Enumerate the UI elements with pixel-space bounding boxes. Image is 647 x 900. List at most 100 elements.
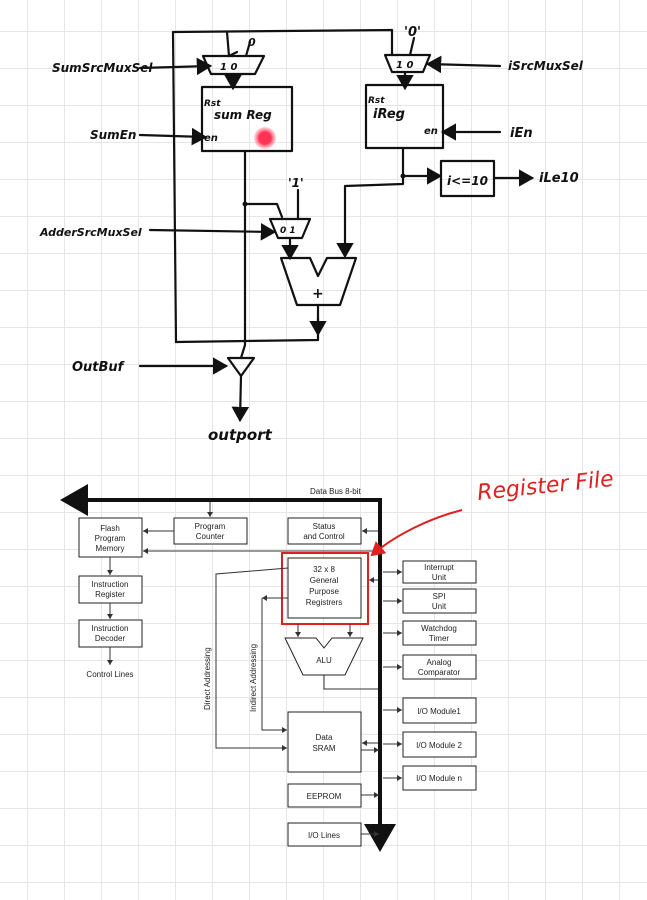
sum-register bbox=[200, 85, 294, 153]
status-label-1: Status bbox=[313, 522, 336, 531]
label-sum-en: SumEn bbox=[90, 128, 136, 142]
io-module-2-label: I/O Module 2 bbox=[416, 741, 462, 750]
label-adder-src-mux-sel: AdderSrcMuxSel bbox=[39, 226, 142, 239]
pc-label-2: Counter bbox=[196, 532, 225, 541]
analog-label-1: Analog bbox=[427, 658, 452, 667]
comparator-label: i<=10 bbox=[447, 174, 488, 188]
program-counter-block bbox=[173, 517, 248, 545]
annotation-arrow bbox=[370, 509, 463, 557]
register-file-highlight bbox=[281, 552, 369, 625]
instruction-decoder-block bbox=[78, 619, 143, 648]
const-to-mux-right bbox=[408, 36, 416, 57]
label-i-en: iEn bbox=[510, 126, 533, 141]
decoder-label-2: Decoder bbox=[95, 634, 126, 643]
status-control-block bbox=[287, 517, 362, 545]
spi-unit-block bbox=[402, 588, 477, 614]
interrupt-label-2: Unit bbox=[432, 573, 447, 582]
watchdog-label-2: Timer bbox=[429, 634, 449, 643]
data-sram-block bbox=[287, 711, 362, 773]
adder-op: + bbox=[312, 286, 324, 302]
io-module-2-block bbox=[402, 731, 477, 758]
i-reg-rst: Rst bbox=[368, 96, 385, 106]
mux-i-src-const: '0' bbox=[404, 25, 421, 40]
const-to-mux-left bbox=[244, 40, 252, 58]
mux-i-src bbox=[383, 53, 432, 74]
direct-addressing-label: Direct Addressing bbox=[203, 647, 212, 710]
feedback-to-mux-left bbox=[225, 30, 231, 58]
sel-line-sum-src bbox=[138, 57, 213, 76]
io-module-n-block bbox=[402, 765, 477, 791]
watchdog-label-1: Watchdog bbox=[421, 624, 457, 633]
mux-adder-src-const: '1' bbox=[288, 176, 304, 190]
wire-ireg-to-adder bbox=[336, 174, 405, 259]
label-i-le10: iLe10 bbox=[539, 171, 579, 186]
flash-label-1: Flash bbox=[100, 524, 120, 533]
eeprom-label: EEPROM bbox=[307, 792, 342, 801]
feedback-wire bbox=[171, 28, 394, 344]
regfile-label-3: Purpose bbox=[309, 587, 339, 596]
alu-block bbox=[284, 637, 364, 676]
label-i-src-mux-sel: iSrcMuxSel bbox=[508, 59, 584, 73]
i-reg-en: en bbox=[424, 126, 438, 137]
sum-reg-label: sum Reg bbox=[214, 108, 272, 122]
label-out-buf: OutBuf bbox=[72, 360, 126, 375]
io-module-1-block bbox=[402, 697, 477, 724]
watchdog-timer-block bbox=[402, 620, 477, 646]
alu-label: ALU bbox=[316, 656, 332, 665]
record-dot-icon bbox=[254, 127, 276, 149]
wire-ireg-to-comparator bbox=[401, 146, 443, 185]
io-module-1-label: I/O Module1 bbox=[417, 707, 461, 716]
regfile-label-4: Registrers bbox=[306, 598, 342, 607]
wire-outport bbox=[231, 374, 250, 423]
sum-en-line bbox=[138, 127, 208, 146]
avr-block-diagram: Data Bus 8-bit Flash Program Memory Inst… bbox=[60, 467, 615, 852]
register-file-annotation: Register File bbox=[476, 467, 615, 506]
analog-label-2: Comparator bbox=[418, 668, 461, 677]
flash-label-2: Program bbox=[95, 534, 126, 543]
io-lines-label: I/O Lines bbox=[308, 831, 340, 840]
status-label-2: and Control bbox=[303, 532, 345, 541]
label-outport: outport bbox=[208, 426, 273, 444]
spi-label-1: SPI bbox=[433, 592, 446, 601]
io-module-n-label: I/O Module n bbox=[416, 774, 462, 783]
control-lines-label: Control Lines bbox=[86, 670, 133, 679]
sram-label-2: SRAM bbox=[312, 744, 335, 753]
sram-label-1: Data bbox=[316, 733, 333, 742]
analog-comparator-block bbox=[402, 654, 477, 680]
interrupt-label-1: Interrupt bbox=[424, 563, 455, 572]
direct-addressing-line bbox=[215, 567, 289, 751]
indirect-addressing-line bbox=[261, 598, 287, 733]
sum-reg-rst: Rst bbox=[204, 99, 221, 109]
spi-label-2: Unit bbox=[432, 602, 447, 611]
mux-i-src-ports: 1 0 bbox=[396, 60, 413, 71]
flash-label-3: Memory bbox=[96, 544, 125, 553]
out-buffer bbox=[226, 356, 256, 378]
ir-label-1: Instruction bbox=[92, 580, 129, 589]
sum-reg-en: en bbox=[204, 133, 218, 144]
instruction-register-block bbox=[78, 575, 143, 604]
data-bus-label: Data Bus 8-bit bbox=[310, 487, 361, 496]
adder-sel-line bbox=[148, 222, 277, 241]
datapath-sketch: 1 0 0 1 0 '0' SumSrcMuxSel iSrcMuxSel Rs… bbox=[39, 25, 584, 444]
adder bbox=[279, 256, 358, 307]
wire-adder-feedback bbox=[174, 316, 320, 344]
ir-label-2: Register bbox=[95, 590, 125, 599]
wire-to-buffer bbox=[239, 343, 247, 360]
register-file-block bbox=[287, 557, 362, 619]
mux-adder-src-ports: 0 1 bbox=[280, 226, 296, 236]
decoder-label-1: Instruction bbox=[92, 624, 129, 633]
pc-label-1: Program bbox=[195, 522, 226, 531]
regfile-label-2: General bbox=[310, 576, 339, 585]
sel-line-i-src bbox=[425, 55, 502, 74]
mux-sum-src-ports: 1 0 bbox=[220, 62, 237, 73]
mux-sum-src-const: 0 bbox=[248, 36, 256, 49]
i-register bbox=[364, 83, 445, 150]
flash-memory-block bbox=[78, 517, 143, 558]
alu-to-bus bbox=[323, 675, 378, 690]
i-reg-label: iReg bbox=[373, 107, 405, 122]
regfile-label-1: 32 x 8 bbox=[313, 565, 335, 574]
interrupt-unit-block bbox=[402, 560, 477, 584]
wire-sumreg-to-addermux bbox=[243, 202, 284, 219]
label-sum-src-mux-sel: SumSrcMuxSel bbox=[52, 61, 153, 75]
